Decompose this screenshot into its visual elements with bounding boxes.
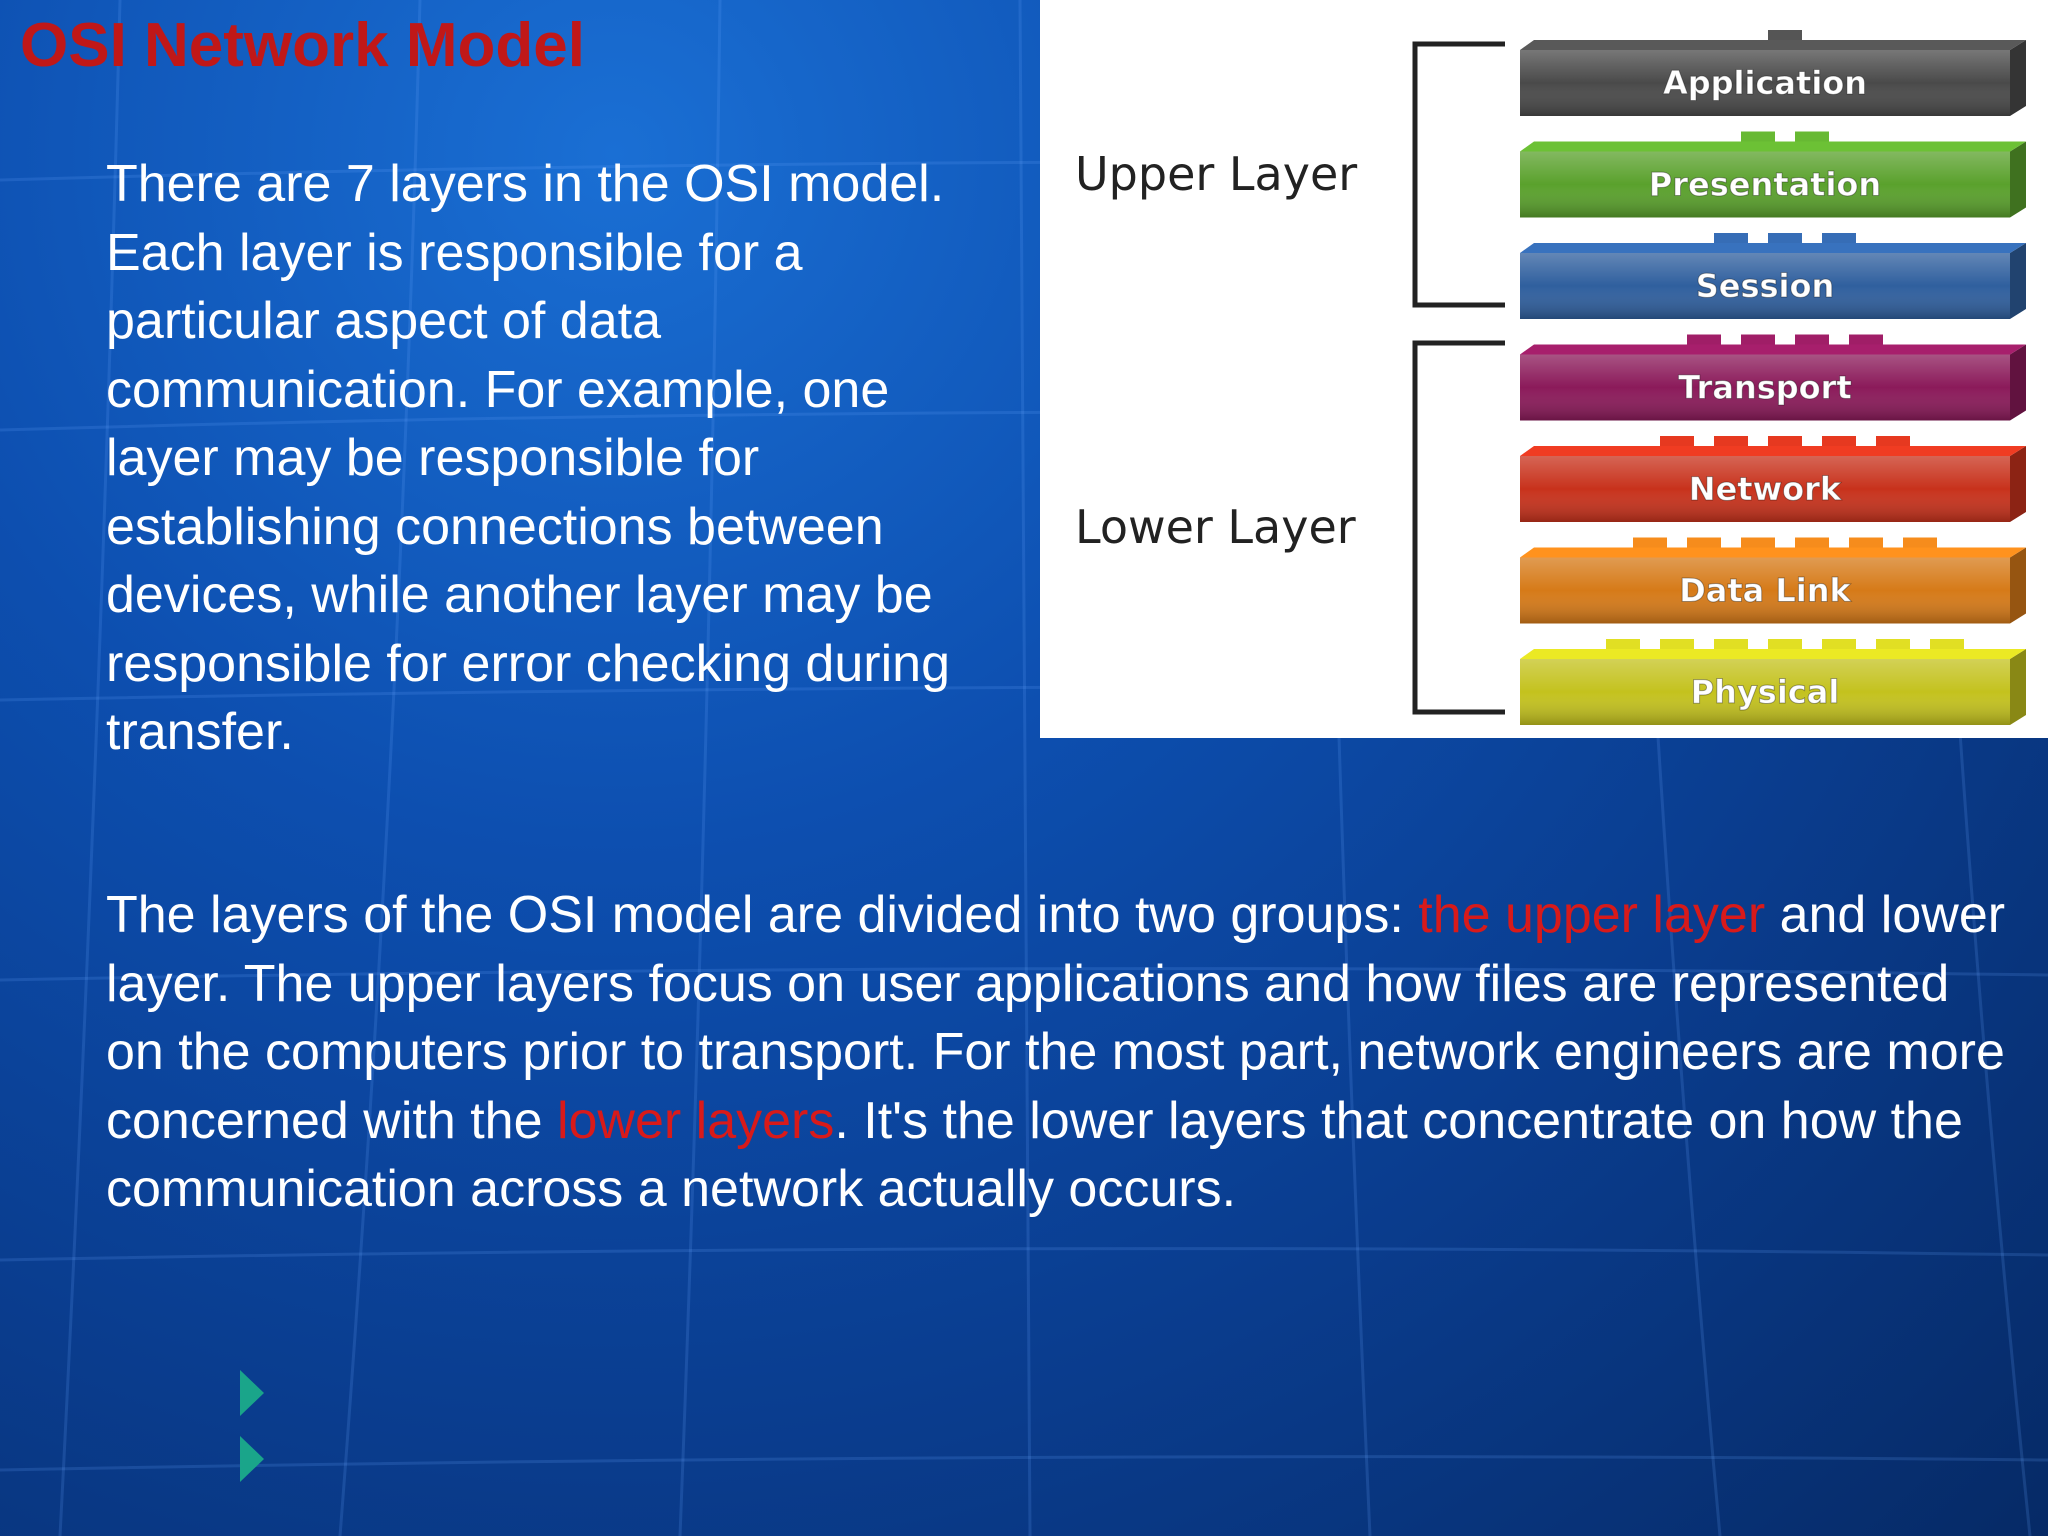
slide-title: OSI Network Model [20,11,585,80]
layer-side-face [2010,344,2026,421]
layer-blocks: ApplicationPresentationSessionTransportN… [1520,30,2026,725]
intro-paragraph: There are 7 layers in the OSI model. Eac… [106,155,950,761]
layers-text-part-2: and lower layer. The upper layers focus … [106,886,2006,1150]
layer-gloss [1520,354,2010,421]
layer-label: Application [1663,64,1867,102]
lower-layer-label: Lower Layer [1075,500,1356,554]
osi-layer-application: Application [1520,30,2026,116]
layer-label: Data Link [1679,572,1851,610]
layer-side-face [2010,547,2026,624]
layer-top-face [1520,649,2026,659]
layer-label: Network [1689,470,1842,508]
layer-top-face [1520,446,2026,456]
layers-text-part-3: . It's the lower layers that concentrate… [106,1091,1963,1219]
layer-top-face [1520,141,2026,152]
layer-label: Session [1696,267,1835,305]
osi-layer-data-link: Data Link [1520,537,2026,624]
layer-top-face [1520,547,2026,558]
osi-layer-network: Network [1520,436,2026,522]
upper-bracket [1412,41,1505,308]
layer-top-face [1520,40,2026,50]
layer-side-face [2010,40,2026,116]
layer-gloss [1520,557,2010,624]
layer-gloss [1520,456,2010,522]
layer-side-face [2010,243,2026,319]
layer-gloss [1520,151,2010,218]
layer-side-face [2010,141,2026,218]
layer-gloss [1520,50,2010,116]
upper-layer-highlight: the upper layer [1418,886,1766,944]
layer-side-face [2010,649,2026,725]
osi-layer-transport: Transport [1520,334,2026,421]
layer-label: Physical [1691,673,1840,711]
lower-bracket [1412,340,1505,715]
upper-layer-label: Upper Layer [1075,147,1357,201]
triangle-bullet-icon [240,1370,264,1416]
osi-layer-physical: Physical [1520,639,2026,725]
layer-label: Presentation [1649,166,1881,204]
layer-top-face [1520,344,2026,355]
layer-top-face [1520,243,2026,253]
layer-gloss [1520,659,2010,725]
triangle-bullet-icon [240,1436,264,1482]
layers-paragraph: The layers of the OSI model are divided … [106,881,2006,1224]
osi-layer-session: Session [1520,233,2026,319]
layer-side-face [2010,446,2026,522]
lower-layers-highlight: lower layers [556,1091,835,1150]
layer-gloss [1520,253,2010,319]
layer-label: Transport [1678,369,1851,407]
osi-layer-presentation: Presentation [1520,131,2026,218]
layers-text-part-1: The layers of the OSI model are divided … [106,886,1419,944]
